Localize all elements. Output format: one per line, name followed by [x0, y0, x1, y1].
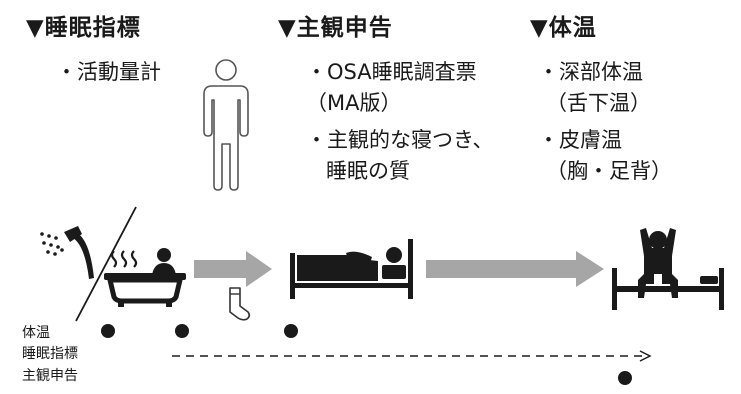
item-activity-meter: ・活動量計 — [56, 60, 161, 84]
heading-body-temp: ▼体温 — [530, 15, 597, 41]
item-skin-temp-line1: ・皮膚温 — [538, 128, 622, 152]
marker-body-temp-1 — [101, 324, 115, 338]
shower-icon — [40, 226, 94, 279]
marker-subjective — [618, 371, 632, 385]
bed-sleeping-icon — [290, 239, 413, 299]
marker-body-temp-3 — [284, 324, 298, 338]
sock-icon — [229, 287, 251, 321]
item-osa-line1: ・OSA睡眠調査票 — [306, 60, 477, 84]
sleep-index-arrowhead — [639, 350, 652, 362]
timeline-label-sleep-index: 睡眠指標 — [22, 346, 78, 362]
marker-body-temp-2 — [175, 324, 189, 338]
item-skin-temp-line2: （胸・足背） — [546, 159, 672, 183]
divider-line — [75, 206, 137, 322]
wake-up-icon — [612, 228, 724, 310]
arrow-sleep-to-wake — [426, 251, 604, 287]
bathtub-icon — [104, 248, 186, 307]
timeline-label-subjective: 主観申告 — [22, 368, 78, 384]
item-subjective-line1: ・主観的な寝つき、 — [306, 128, 494, 152]
person-outline-icon — [203, 59, 249, 191]
item-core-temp-line1: ・深部体温 — [538, 60, 643, 84]
item-osa-line2: （MA版） — [306, 91, 402, 115]
item-subjective-line2: 睡眠の質 — [326, 159, 410, 183]
timeline-label-body-temp: 体温 — [22, 325, 50, 341]
heading-subjective: ▼主観申告 — [278, 15, 393, 41]
heading-sleep-index: ▼睡眠指標 — [26, 15, 141, 41]
arrow-bath-to-bed — [194, 251, 272, 287]
item-core-temp-line2: （舌下温） — [546, 91, 651, 115]
